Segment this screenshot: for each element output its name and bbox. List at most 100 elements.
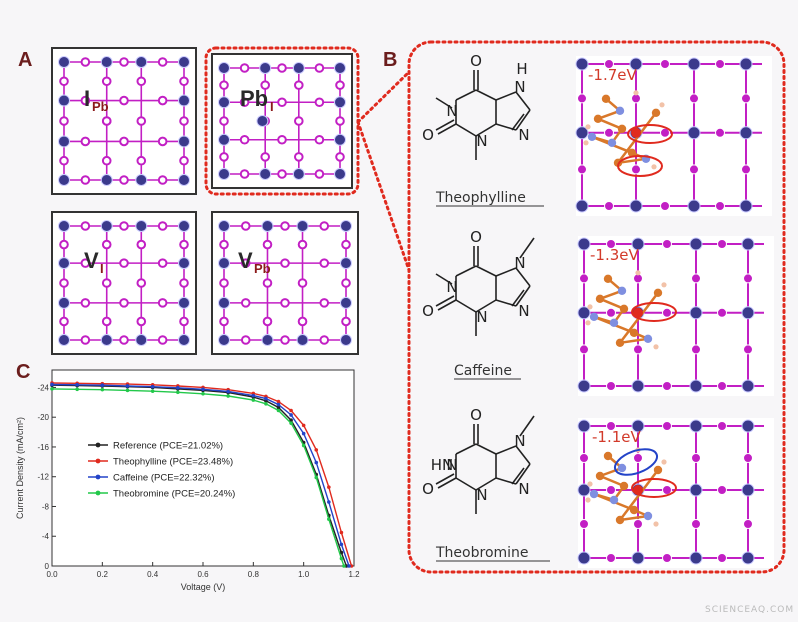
x-tick-label: 0.6	[197, 570, 209, 579]
skeletal-bond	[511, 289, 525, 307]
molecule-atom	[615, 515, 625, 525]
i-atom	[280, 298, 290, 308]
series-marker-4	[226, 394, 230, 398]
i-atom	[260, 80, 271, 90]
molecule-atom	[629, 328, 639, 337]
atom-n-3: N	[476, 486, 487, 504]
atom-o-top: O	[470, 52, 482, 70]
x-tick-label: 0.0	[46, 570, 58, 579]
i-atom	[101, 239, 112, 250]
pb-atom	[135, 220, 148, 232]
connector-top	[356, 70, 411, 124]
skeletal-bond	[455, 265, 477, 277]
hydrogen-atom	[659, 102, 665, 108]
i-atom	[80, 136, 91, 147]
pb-atom	[687, 199, 701, 213]
series-marker-4	[50, 387, 54, 391]
energy-theobromine: -1.1eV	[592, 428, 641, 446]
atom-o-left: O	[422, 480, 434, 498]
i-atom	[136, 76, 147, 87]
i-atom	[262, 278, 273, 288]
molecule-atom	[619, 481, 629, 491]
i-atom	[277, 169, 287, 179]
pb-atom	[178, 56, 190, 68]
i-atom	[219, 316, 229, 327]
molecule-atom	[619, 304, 629, 313]
pb-atom	[575, 126, 589, 140]
hydrogen-atom	[585, 497, 591, 503]
legend-label-1: Reference (PCE=21.02%)	[113, 441, 223, 452]
i-atom	[157, 136, 168, 147]
i-atom	[179, 76, 189, 87]
molecule-bond	[619, 514, 649, 522]
pb-atom	[741, 379, 755, 393]
molecule-atom	[587, 132, 597, 141]
lattice-frame	[211, 211, 359, 355]
hydrogen-atom	[653, 521, 659, 527]
i-atom	[741, 93, 751, 104]
svg-text:I: I	[84, 86, 90, 111]
i-atom	[579, 344, 589, 355]
i-atom	[606, 485, 616, 495]
i-atom	[691, 273, 701, 284]
connector-bottom	[356, 120, 411, 272]
i-atom	[277, 63, 287, 73]
pb-atom	[58, 220, 70, 232]
pb-atom	[631, 379, 645, 393]
series-marker-2	[349, 564, 354, 568]
energy-caffeine: -1.3eV	[590, 246, 639, 264]
hydrogen-atom	[653, 344, 659, 350]
atom-n-3: N	[476, 308, 487, 326]
pb-atom	[334, 96, 346, 109]
i-atom	[157, 175, 168, 185]
pb-atom	[340, 296, 352, 309]
i-atom	[80, 298, 91, 308]
i-atom	[743, 344, 753, 355]
series-marker-4	[301, 443, 306, 448]
atom-n-1: N	[446, 278, 457, 296]
i-atom	[717, 553, 727, 563]
pb-atom	[334, 133, 346, 146]
i-atom	[59, 76, 69, 87]
pb-atom	[178, 296, 190, 309]
pb-atom	[340, 334, 352, 346]
hydrogen-atom	[583, 140, 589, 146]
series-marker-3	[150, 384, 155, 389]
hydrogen-atom	[661, 282, 667, 288]
svg-text:Pb: Pb	[92, 99, 109, 114]
skeletal-bond	[455, 443, 477, 455]
i-atom	[577, 93, 587, 104]
i-atom	[136, 155, 147, 166]
atom-n-7: N	[514, 254, 525, 272]
energy-theophylline: -1.7eV	[588, 66, 637, 84]
molecule-atom	[615, 106, 625, 116]
pb-atom	[631, 237, 645, 251]
atom-n-9: N	[518, 302, 529, 320]
i-atom	[80, 258, 91, 268]
i-atom	[579, 453, 589, 463]
i-atom	[80, 335, 91, 345]
pb-atom	[135, 56, 148, 68]
series-marker-4	[100, 387, 105, 392]
i-atom	[660, 59, 670, 69]
i-atom	[662, 553, 672, 563]
i-atom	[606, 553, 616, 563]
i-atom	[262, 316, 273, 327]
series-marker-4	[150, 389, 155, 393]
series-marker-3	[327, 500, 331, 504]
pb-atom	[741, 551, 755, 565]
hydrogen-atom	[635, 270, 641, 276]
defect-lattices	[51, 47, 359, 355]
pb-atom	[741, 483, 755, 497]
pb-atom	[218, 133, 230, 146]
pb-atom	[261, 220, 274, 232]
chart-legend: Reference (PCE=21.02%)Theophylline (PCE=…	[88, 441, 235, 500]
i-atom	[219, 152, 229, 162]
pb-antisite-atom	[256, 115, 269, 127]
i-atom	[715, 127, 725, 138]
series-marker-4	[339, 556, 344, 561]
i-atom	[157, 335, 168, 345]
